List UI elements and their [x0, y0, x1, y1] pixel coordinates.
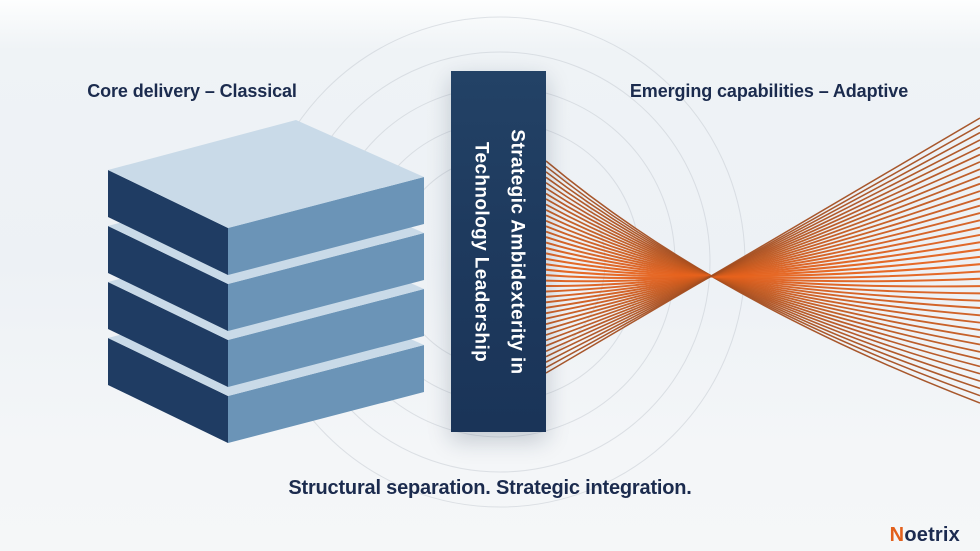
slab-left-face: [108, 338, 228, 443]
central-banner: Strategic Ambidexterity in Technology Le…: [451, 71, 546, 432]
banner-title-line-1: Strategic Ambidexterity in: [506, 128, 528, 375]
caption: Structural separation. Strategic integra…: [288, 477, 692, 499]
weave-line: [545, 117, 980, 374]
brand-logo-rest: oetrix: [904, 524, 960, 546]
slab-right-face: [228, 233, 424, 331]
adaptive-weave: [545, 117, 980, 404]
left-section-heading: Core delivery – Classical: [87, 81, 297, 101]
right-section-heading: Emerging capabilities – Adaptive: [629, 81, 909, 101]
slab-right-face: [228, 177, 424, 275]
banner-title-line-2: Technology Leadership: [470, 141, 492, 362]
brand-logo: Noetrix: [890, 524, 960, 547]
slab-left-face: [108, 170, 228, 275]
slab-right-face: [228, 289, 424, 387]
slab-left-face: [108, 226, 228, 331]
slab-left-face: [108, 282, 228, 387]
weave-line: [545, 124, 980, 369]
slab-right-face: [228, 345, 424, 443]
brand-logo-prefix: N: [889, 524, 905, 546]
layer-stack: [108, 120, 424, 443]
banner-title: Strategic Ambidexterity in Technology Le…: [451, 71, 546, 432]
slab-top-face: [108, 120, 424, 228]
